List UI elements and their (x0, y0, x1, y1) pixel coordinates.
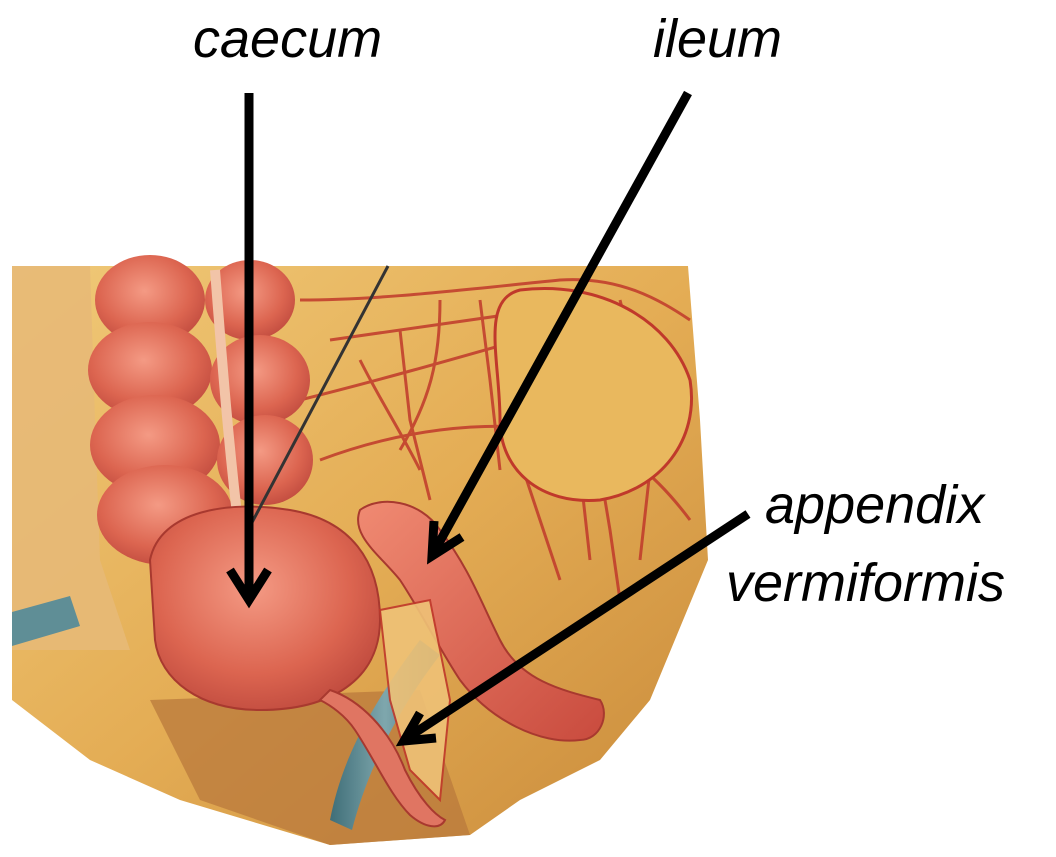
label-caecum: caecum (193, 12, 382, 66)
label-ileum: ileum (653, 12, 782, 66)
label-vermiformis: vermiformis (726, 556, 1005, 610)
label-appendix: appendix (765, 478, 984, 532)
caecum-shape (150, 507, 380, 710)
